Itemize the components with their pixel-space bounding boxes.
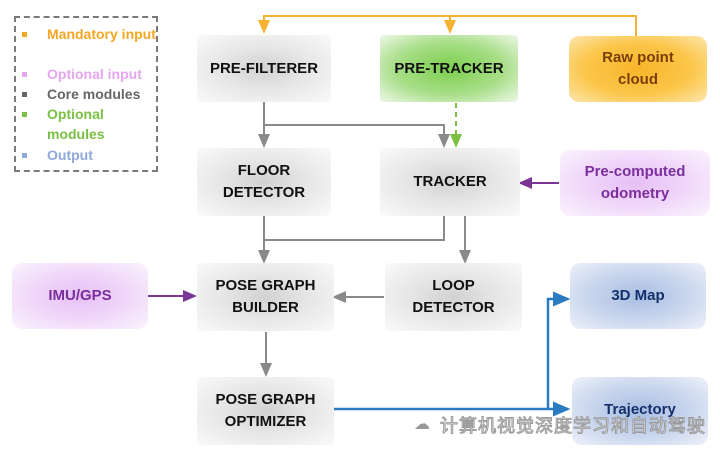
node-imu-gps: IMU/GPS	[12, 263, 148, 329]
legend-item-optional-modules: Optional modules	[22, 104, 127, 144]
node-label: LOOP DETECTOR	[412, 277, 495, 316]
node-label: Pre-computed odometry	[584, 163, 686, 202]
square-icon	[22, 153, 27, 158]
square-icon	[22, 32, 27, 37]
node-label: 3D Map	[611, 287, 665, 304]
node-loop-detector: LOOP DETECTOR	[385, 263, 522, 331]
node-raw-point-cloud: Raw point cloud	[569, 36, 707, 102]
node-label: POSE GRAPH BUILDER	[215, 277, 316, 316]
square-icon	[22, 112, 27, 117]
node-pose-graph-optimizer: POSE GRAPH OPTIMIZER	[197, 377, 334, 445]
square-icon	[22, 92, 27, 97]
raw-cloud-edges	[258, 15, 637, 36]
wechat-icon: ☁	[414, 416, 430, 433]
node-3d-map: 3D Map	[570, 263, 706, 329]
square-icon	[22, 72, 27, 77]
node-label: POSE GRAPH OPTIMIZER	[215, 391, 316, 430]
watermark: 计算机视觉深度学习和自动驾驶	[440, 416, 706, 438]
node-label: PRE-FILTERER	[209, 59, 319, 77]
node-pose-graph-builder: POSE GRAPH BUILDER	[197, 263, 334, 331]
node-label: FLOOR DETECTOR	[222, 162, 306, 201]
node-tracker: TRACKER	[380, 148, 520, 216]
legend-item-output: Output	[22, 145, 157, 165]
legend-item-mandatory-input: Mandatory input	[22, 24, 157, 44]
node-label: TRACKER	[413, 173, 487, 190]
node-pre-tracker: PRE-TRACKER	[380, 35, 518, 102]
output-edges	[334, 291, 571, 417]
legend: Mandatory input Optional input Core modu…	[14, 16, 158, 172]
node-label: IMU/GPS	[48, 287, 112, 304]
node-label: Trajectory	[604, 401, 676, 418]
node-pre-computed-odometry: Pre-computed odometry	[560, 150, 710, 216]
node-pre-filterer: PRE-FILTERER	[197, 35, 331, 102]
node-floor-detector: FLOOR DETECTOR	[197, 148, 331, 216]
legend-item-core-modules: Core modules	[22, 84, 167, 104]
node-label: PRE-TRACKER	[394, 59, 504, 77]
node-label: Raw point cloud	[602, 49, 674, 88]
core-edges	[258, 101, 471, 377]
legend-item-optional-input: Optional input	[22, 64, 167, 84]
node-trajectory: Trajectory	[572, 377, 708, 445]
